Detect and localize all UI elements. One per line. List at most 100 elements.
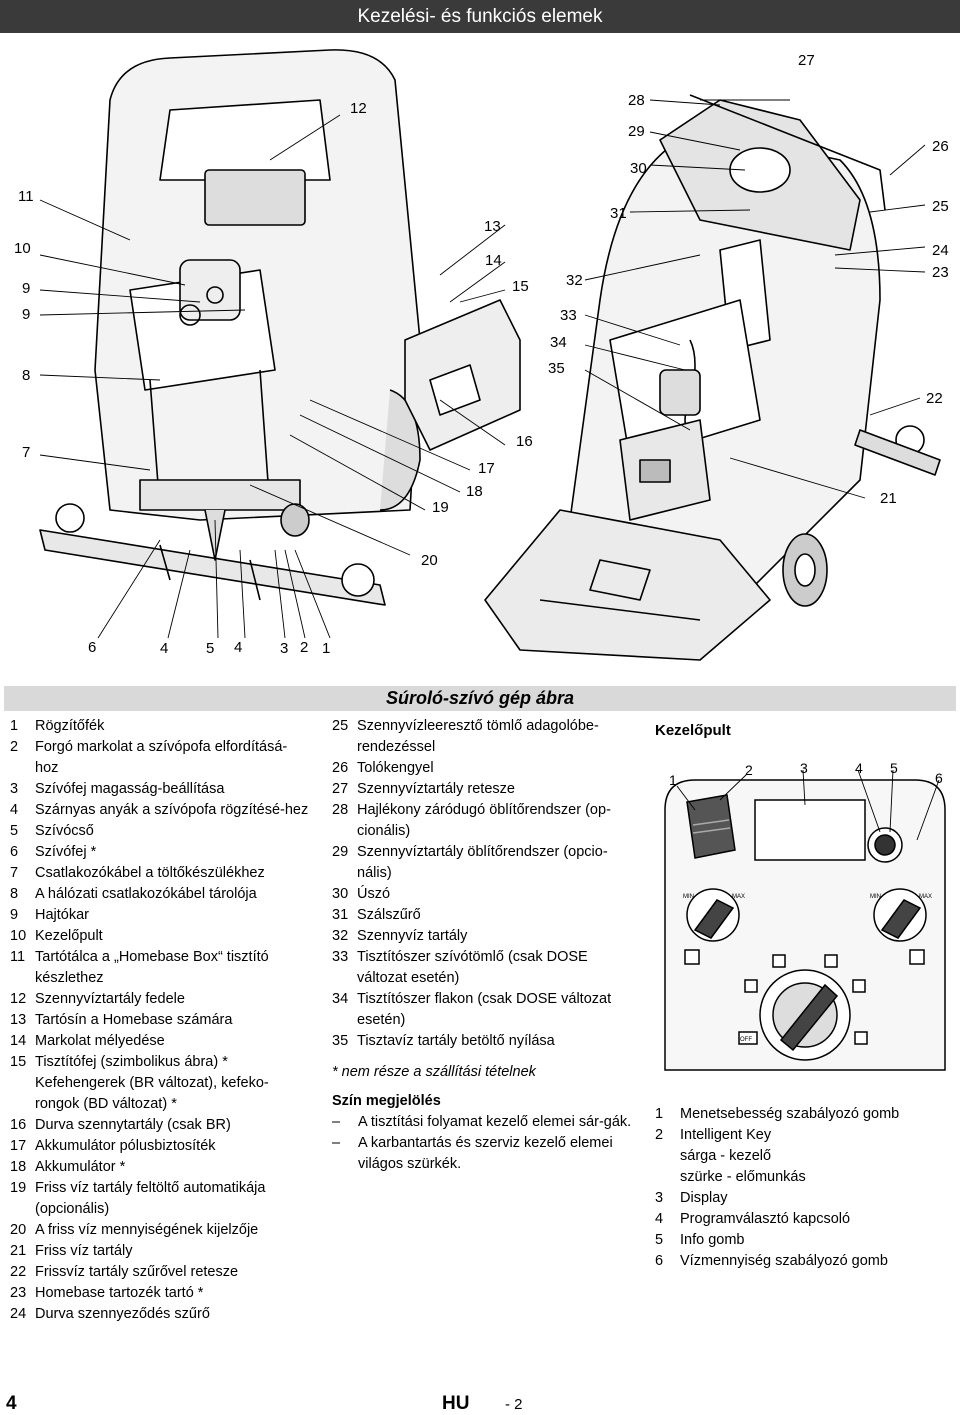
callout-1: 1 — [322, 640, 331, 657]
item-text: Tartósín a Homebase számára — [35, 1012, 233, 1028]
color-item-text: A tisztítási folyamat kezelő elemei sár-… — [358, 1114, 632, 1130]
item-text: Szennyvíz tartály — [357, 928, 468, 944]
callout-21: 21 — [880, 490, 897, 507]
callout-18: 18 — [466, 483, 483, 500]
item-number: 30 — [332, 886, 349, 902]
item-text: Hajtókar — [35, 907, 89, 923]
panel-title: Kezelőpult — [655, 722, 731, 739]
item-text: Durva szennyeződés szűrő — [35, 1306, 210, 1322]
callout-30: 30 — [630, 160, 647, 177]
item-number: 1 — [655, 1106, 664, 1122]
callout-10: 10 — [14, 240, 31, 257]
item-text: Szennyvíztartály öblítőrendszer (opcio-n… — [357, 844, 608, 881]
item-number: 26 — [332, 760, 349, 776]
callout-26: 26 — [932, 138, 949, 155]
item-number: 29 — [332, 844, 349, 860]
item-number: 33 — [332, 949, 349, 965]
page-header: Kezelési- és funkciós elemek — [0, 0, 960, 33]
machine-illustration: 27 12 28 29 26 30 11 13 31 25 10 14 24 9… — [0, 40, 960, 670]
water-min-label: MIN — [870, 894, 881, 900]
item-number: 15 — [10, 1054, 27, 1070]
callout-27: 27 — [798, 52, 815, 69]
item-text: Tisztítószer szívótömlő (csak DOSE válto… — [357, 949, 588, 986]
panel-callout-4: 4 — [855, 760, 863, 776]
item-text: Rögzítőfék — [35, 718, 105, 734]
water-max-label: MAX — [919, 894, 932, 900]
item-text: Úszó — [357, 886, 391, 902]
item-number: 19 — [10, 1180, 27, 1196]
item-text: Szálszűrő — [357, 907, 421, 923]
speed-max-label: MAX — [732, 894, 745, 900]
off-label: OFF — [740, 1037, 752, 1043]
item-text: Szennyvíztartály retesze — [357, 781, 515, 797]
callout-6: 6 — [88, 639, 97, 656]
callout-13: 13 — [484, 218, 501, 235]
item-text: Tolókengyel — [357, 760, 434, 776]
item-number: 23 — [10, 1285, 27, 1301]
item-number: 9 — [10, 907, 19, 923]
component-list-middle: 25 Szennyvízleeresztő tömlő adagolóbe-ren… — [332, 716, 632, 1175]
item-text: Display — [680, 1190, 728, 1206]
panel-callout-2: 2 — [745, 762, 753, 778]
item-number: 10 — [10, 928, 27, 944]
item-text: Tisztítófej (szimbolikus ábra) * Kefehen… — [35, 1054, 269, 1112]
item-text: Szárnyas anyák a szívópofa rögzítésé-hez — [35, 802, 309, 818]
item-text: A hálózati csatlakozókábel tárolója — [35, 886, 257, 902]
item-number: 6 — [10, 844, 19, 860]
item-text: Vízmennyiség szabályozó gomb — [680, 1253, 888, 1269]
callout-5: 5 — [206, 640, 215, 657]
callout-11: 11 — [18, 188, 34, 205]
item-text: A friss víz mennyiségének kijelzője — [35, 1222, 259, 1238]
control-panel-drawing: MIN MAX MIN MAX OFF 1 2 3 4 5 6 — [655, 740, 955, 1080]
item-text: Tisztavíz tartály betöltő nyílása — [357, 1033, 555, 1049]
item-text: Szívófej * — [35, 844, 97, 860]
control-panel-svg: MIN MAX MIN MAX OFF — [664, 769, 946, 1071]
callout-23: 23 — [932, 264, 949, 281]
machine-drawing — [39, 49, 941, 661]
item-text: Info gomb — [680, 1232, 745, 1248]
item-number: 4 — [10, 802, 19, 818]
item-text: Szennyvízleeresztő tömlő adagolóbe-rende… — [357, 718, 599, 755]
item-number: 11 — [10, 949, 26, 965]
item-number: 2 — [10, 739, 19, 755]
footnote: * nem része a szállítási tételnek — [332, 1064, 536, 1080]
language-code: HU — [442, 1393, 470, 1414]
item-number: 2 — [655, 1127, 664, 1143]
callout-22: 22 — [926, 390, 943, 407]
callout-7: 7 — [22, 444, 31, 461]
item-number: 18 — [10, 1159, 27, 1175]
item-text: Frissvíz tartály szűrővel retesze — [35, 1264, 239, 1280]
item-text: Akkumulátor pólusbiztosíték — [35, 1138, 216, 1154]
color-heading: Szín megjelölés — [332, 1093, 441, 1109]
item-text: Akkumulátor * — [35, 1159, 126, 1175]
section-title-text: Súroló-szívó gép ábra — [385, 688, 575, 708]
item-number: 3 — [655, 1190, 664, 1206]
item-number: 28 — [332, 802, 349, 818]
item-number: 25 — [332, 718, 349, 734]
callout-25: 25 — [932, 198, 949, 215]
list-item: 29 Szennyvíztartály öblítőrendszer (opcio… — [332, 842, 632, 884]
item-text: Szívócső — [35, 823, 94, 839]
